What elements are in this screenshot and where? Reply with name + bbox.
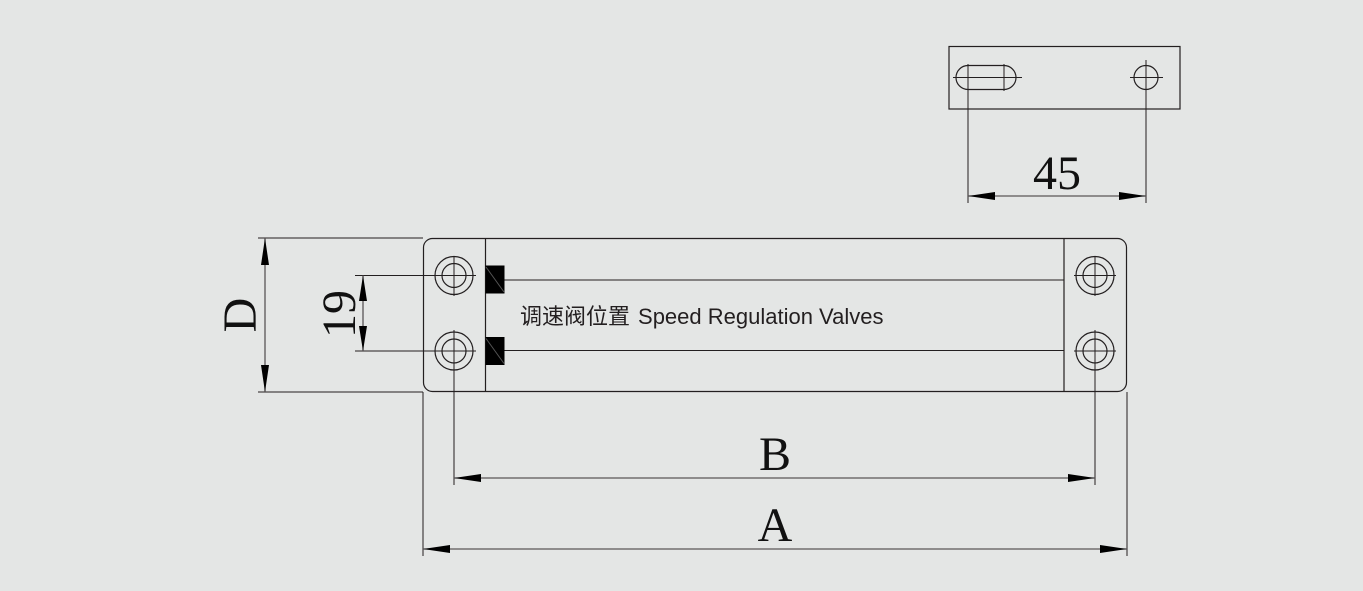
valve-top-icon (485, 265, 505, 294)
dimension-19: 19 (313, 275, 367, 351)
dimension-45: 45 (968, 147, 1146, 200)
mount-hole-bottom-left-icon (432, 330, 476, 485)
mount-hole-top-left-icon (432, 255, 476, 296)
bracket-view: 45 (948, 45, 1181, 203)
dimension-label-A: A (758, 499, 793, 552)
arrow-right-icon (1068, 474, 1095, 482)
bracket-plate (948, 45, 1181, 110)
mount-hole-bottom-right-icon (1074, 330, 1116, 485)
dimension-label-D: D (214, 298, 267, 333)
dimension-label-45: 45 (1033, 147, 1081, 200)
round-hole-icon (1130, 60, 1163, 110)
note-label-cn: 调速阀位置 (520, 304, 630, 329)
arrow-down-icon (359, 326, 367, 351)
slot-hole-icon (953, 64, 1022, 91)
valve-bottom-icon (485, 337, 505, 365)
arrow-right-icon (1100, 545, 1127, 553)
arrow-up-icon (359, 275, 367, 301)
dimension-B: B (454, 428, 1095, 482)
note-label: 调速阀位置 Speed Regulation Valves (520, 304, 883, 329)
arrow-left-icon (968, 192, 995, 200)
arrow-up-icon (261, 238, 269, 265)
dimension-label-B: B (759, 428, 791, 481)
dimension-D: D (214, 238, 269, 392)
arrow-down-icon (261, 365, 269, 392)
mount-hole-top-right-icon (1074, 255, 1116, 296)
main-view: 调速阀位置 Speed Regulation Valves D 19 B (214, 237, 1128, 556)
arrow-left-icon (423, 545, 450, 553)
arrow-right-icon (1119, 192, 1146, 200)
dimension-label-19: 19 (313, 290, 366, 338)
dimension-A: A (423, 499, 1127, 553)
manifold-body (422, 237, 1128, 393)
note-label-en: Speed Regulation Valves (638, 304, 883, 329)
arrow-left-icon (454, 474, 481, 482)
